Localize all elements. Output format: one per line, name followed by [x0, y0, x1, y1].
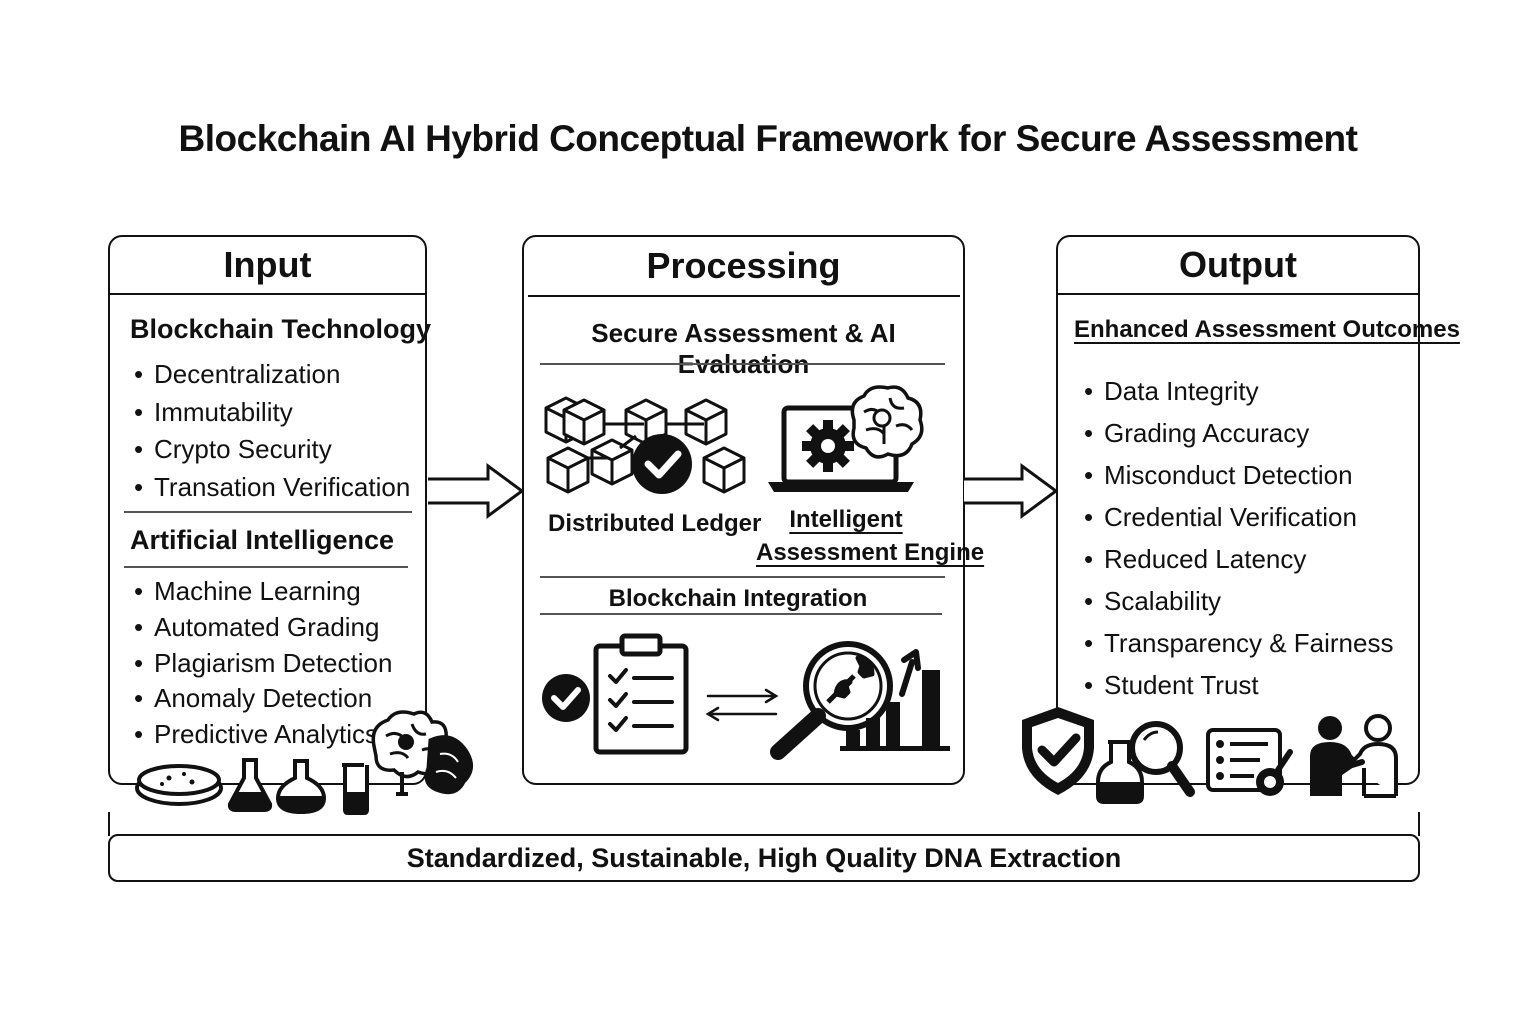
list-item: Decentralization	[132, 356, 410, 394]
list-item: Automated Grading	[132, 610, 392, 646]
list-item: Immutability	[132, 394, 410, 432]
handshake-icon	[1310, 714, 1398, 798]
assessment-engine-label: Assessment Engine	[756, 539, 985, 566]
list-item: Anomaly Detection	[132, 681, 392, 717]
divider	[124, 511, 412, 513]
intelligent-label: Intelligent	[789, 506, 903, 533]
double-arrow-icon	[705, 688, 779, 722]
search-icon	[1129, 721, 1195, 797]
input-header: Input	[110, 237, 425, 295]
list-item: Data Integrity	[1082, 370, 1393, 412]
processing-subtitle: Secure Assessment & AI Evaluation	[591, 318, 896, 379]
brain-icon	[371, 710, 473, 796]
footer-bracket	[108, 812, 1420, 836]
list-item: Scalability	[1082, 580, 1393, 622]
artificial-intelligence-title: Artificial Intelligence	[130, 525, 395, 555]
page-title: Blockchain AI Hybrid Conceptual Framewor…	[178, 118, 1358, 159]
list-item: Reduced Latency	[1082, 538, 1393, 580]
list-item: Predictive Analytics	[132, 717, 392, 753]
divider	[528, 295, 960, 297]
list-item: Misconduct Detection	[1082, 454, 1393, 496]
flow-arrow-icon	[428, 463, 525, 519]
ai-features-list: Machine Learning Automated Grading Plagi…	[132, 574, 392, 753]
list-item: Crypto Security	[132, 431, 410, 469]
processing-header: Processing	[646, 245, 841, 286]
clipboard-checklist-icon	[593, 633, 689, 755]
brain-icon	[850, 385, 924, 459]
flask-icon	[275, 759, 327, 815]
shield-check-icon	[1022, 707, 1094, 795]
check-badge-icon	[542, 674, 590, 722]
flow-arrow-icon	[964, 463, 1059, 519]
divider	[540, 576, 945, 578]
blockchain-technology-title: Blockchain Technology	[130, 314, 432, 344]
list-item: Machine Learning	[132, 574, 392, 610]
list-item: Grading Accuracy	[1082, 412, 1393, 454]
divider	[540, 613, 942, 615]
blockchain-integration-title: Blockchain Integration	[608, 585, 868, 612]
output-header: Output	[1058, 237, 1418, 295]
flask-icon	[1096, 740, 1144, 804]
list-item: Transparency & Fairness	[1082, 622, 1393, 664]
blockchain-features-list: Decentralization Immutability Crypto Sec…	[132, 356, 410, 506]
flask-icon	[342, 763, 369, 815]
outcomes-list: Data Integrity Grading Accuracy Miscondu…	[1082, 370, 1393, 706]
magnifier-wrench-icon	[770, 641, 893, 760]
checklist-icon	[1206, 728, 1293, 796]
list-item: Student Trust	[1082, 664, 1393, 706]
list-item: Plagiarism Detection	[132, 646, 392, 682]
petri-dish-icon	[135, 764, 223, 806]
list-item: Transation Verification	[132, 469, 410, 507]
divider	[124, 566, 408, 568]
list-item: Credential Verification	[1082, 496, 1393, 538]
divider	[540, 363, 945, 365]
cube-network-icon	[544, 396, 746, 494]
distributed-ledger-label: Distributed Ledger	[548, 510, 762, 537]
flask-icon	[227, 758, 273, 812]
bar-chart-icon	[840, 649, 950, 751]
output-subtitle: Enhanced Assessment Outcomes	[1074, 316, 1460, 343]
footer-banner: Standardized, Sustainable, High Quality …	[108, 834, 1420, 882]
